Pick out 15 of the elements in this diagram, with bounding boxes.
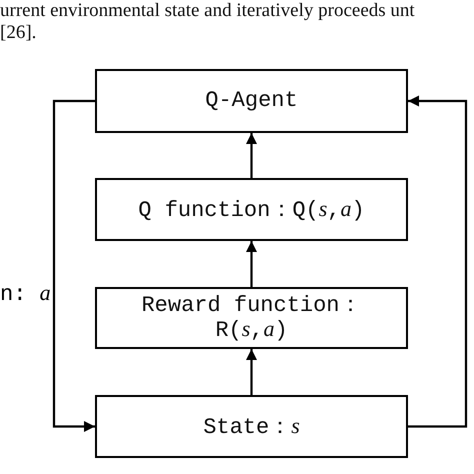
arrow	[246, 349, 257, 395]
process-box	[95, 287, 408, 349]
process-box	[95, 69, 408, 133]
process-box	[95, 395, 408, 458]
arrow	[52, 100, 95, 432]
text-fragment: urrent environmental state and iteratively proceeds unt	[0, 0, 415, 22]
box-label: Q-Agent	[205, 89, 298, 113]
text-fragment: [26].	[0, 22, 36, 44]
arrow	[408, 96, 468, 428]
process-box	[95, 178, 408, 241]
arrow	[246, 241, 257, 287]
arrow	[246, 133, 257, 178]
box-label: Q function：Q(s,a)	[138, 196, 365, 222]
box-label: State：s	[203, 414, 300, 440]
box-label: Reward function：R(s,a)	[140, 294, 363, 342]
